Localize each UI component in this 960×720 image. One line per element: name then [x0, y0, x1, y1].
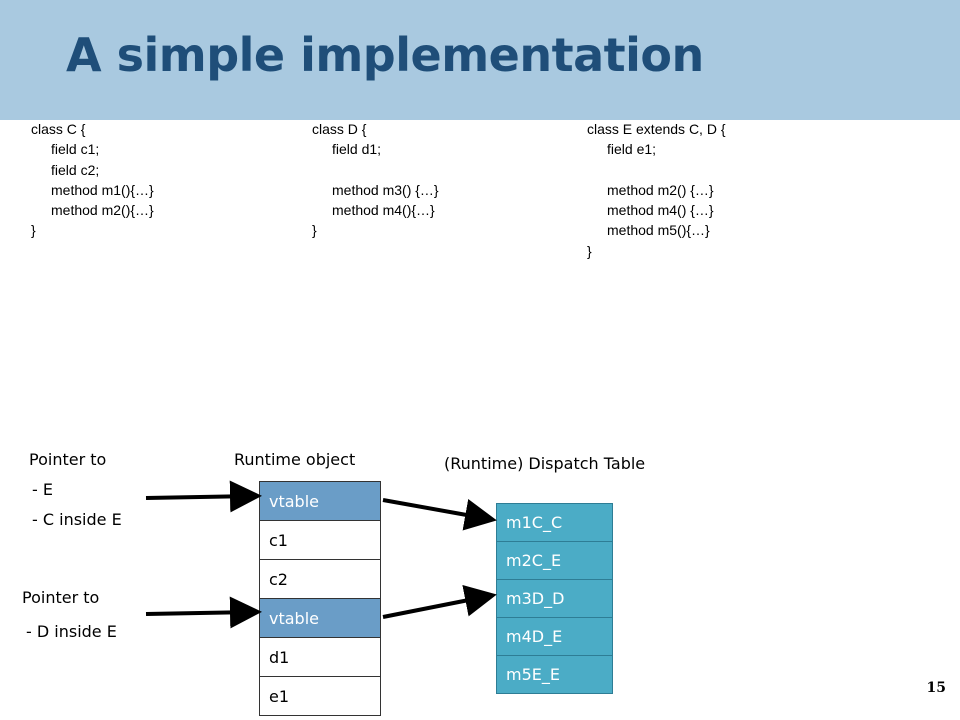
- runtime-object-label: Runtime object: [234, 450, 356, 469]
- runtime-object-vtable-c: vtable: [259, 481, 381, 521]
- arrow-vtable-d-to-dispatch: [382, 584, 497, 619]
- class-e-close: }: [587, 242, 592, 259]
- dispatch-table-label: (Runtime) Dispatch Table: [444, 454, 646, 473]
- runtime-object-vtable-d: vtable: [259, 598, 381, 638]
- arrow-pointer-e-to-vtable: [145, 480, 262, 513]
- dispatch-entry-m5: m5E_E: [496, 655, 613, 694]
- pointer2-title: Pointer to: [22, 588, 100, 607]
- class-e-line: method m2() {…}: [607, 181, 714, 198]
- class-e-header: class E extends C, D {: [587, 121, 726, 137]
- class-d-header: class D {: [312, 121, 367, 137]
- class-e-line: field e1;: [607, 141, 657, 158]
- runtime-object-field-c2: c2: [259, 559, 381, 599]
- class-d-code: class D { field d1; method m3() {…} meth…: [312, 119, 439, 241]
- pointer1-line1: - E: [32, 480, 53, 499]
- class-e-line: method m4() {…}: [607, 202, 714, 219]
- class-c-line: method m2(){…}: [51, 202, 154, 219]
- class-c-line: field c1;: [51, 141, 100, 158]
- pointer2-line1: - D inside E: [26, 622, 117, 641]
- class-d-line: field d1;: [332, 141, 382, 158]
- dispatch-entry-m2: m2C_E: [496, 541, 613, 580]
- runtime-object-field-d1: d1: [259, 637, 381, 677]
- class-d-close: }: [312, 222, 317, 239]
- class-d-line: method m4(){…}: [332, 202, 435, 219]
- class-c-close: }: [31, 222, 36, 239]
- pointer1-title: Pointer to: [29, 450, 107, 469]
- class-c-line: field c2;: [51, 161, 100, 178]
- class-e-code: class E extends C, D { field e1; method …: [587, 119, 726, 261]
- pointer1-line2: - C inside E: [32, 510, 122, 529]
- class-d-line: method m3() {…}: [332, 181, 439, 198]
- runtime-object-field-e1: e1: [259, 676, 381, 716]
- arrow-vtable-c-to-dispatch: [382, 498, 497, 531]
- title-bar: [0, 0, 960, 120]
- page-number: 15: [926, 680, 946, 696]
- runtime-object-field-c1: c1: [259, 520, 381, 560]
- class-c-line: method m1(){…}: [51, 181, 154, 198]
- arrow-pointer-d-to-vtable: [145, 596, 262, 629]
- class-e-line: method m5(){…}: [607, 222, 710, 239]
- class-c-code: class C { field c1; field c2; method m1(…: [31, 119, 154, 241]
- slide-title: A simple implementation: [66, 28, 704, 82]
- dispatch-entry-m4: m4D_E: [496, 617, 613, 656]
- class-c-header: class C {: [31, 121, 86, 137]
